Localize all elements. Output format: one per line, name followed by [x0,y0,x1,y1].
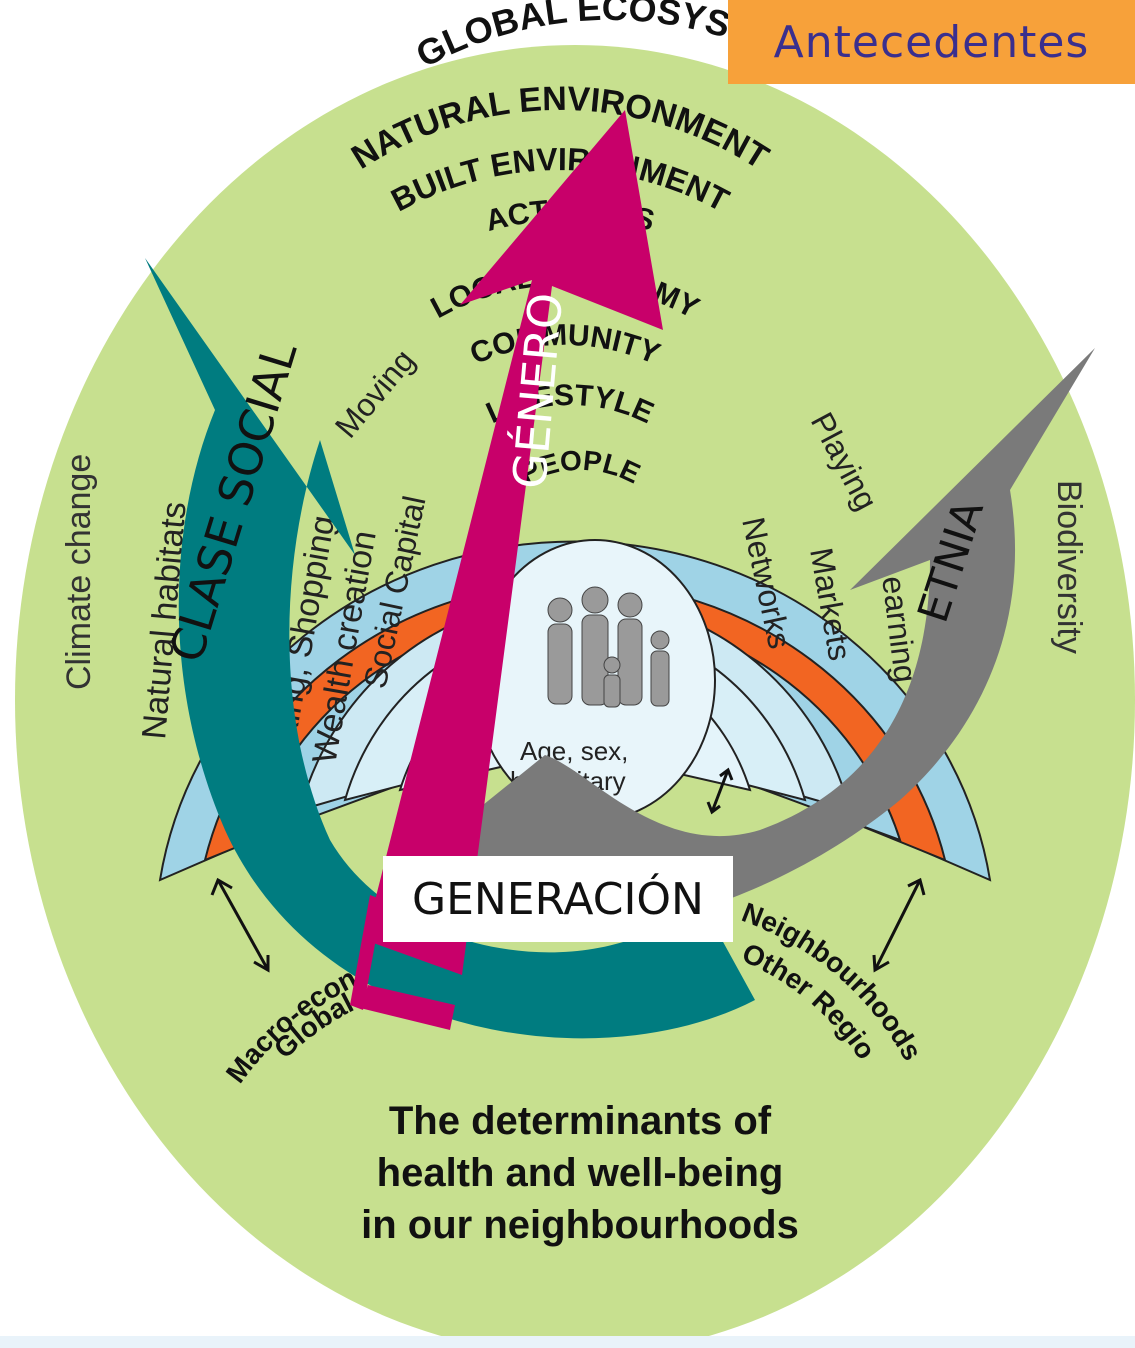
diagram-caption: The determinants of health and well-bein… [310,1095,850,1251]
double-arrows [210,767,926,973]
people-sub-label-1: Age, sex, [520,736,628,766]
bottom-strip [0,1336,1135,1348]
antecedentes-tag: Antecedentes [728,0,1135,84]
climate-change-label: Climate change [60,454,98,690]
people-icon [547,586,670,708]
caption-line-3: in our neighbourhoods [361,1203,799,1247]
biodiversity-label: Biodiversity [1050,480,1088,654]
caption-line-1: The determinants of [388,1099,772,1143]
clase-social-arrow [145,258,755,1039]
generacion-label: GENERACIÓN [383,856,733,942]
caption-line-2: health and well-being [376,1151,784,1195]
etnia-arrow [390,348,1095,938]
genero-arrow [350,110,663,1030]
